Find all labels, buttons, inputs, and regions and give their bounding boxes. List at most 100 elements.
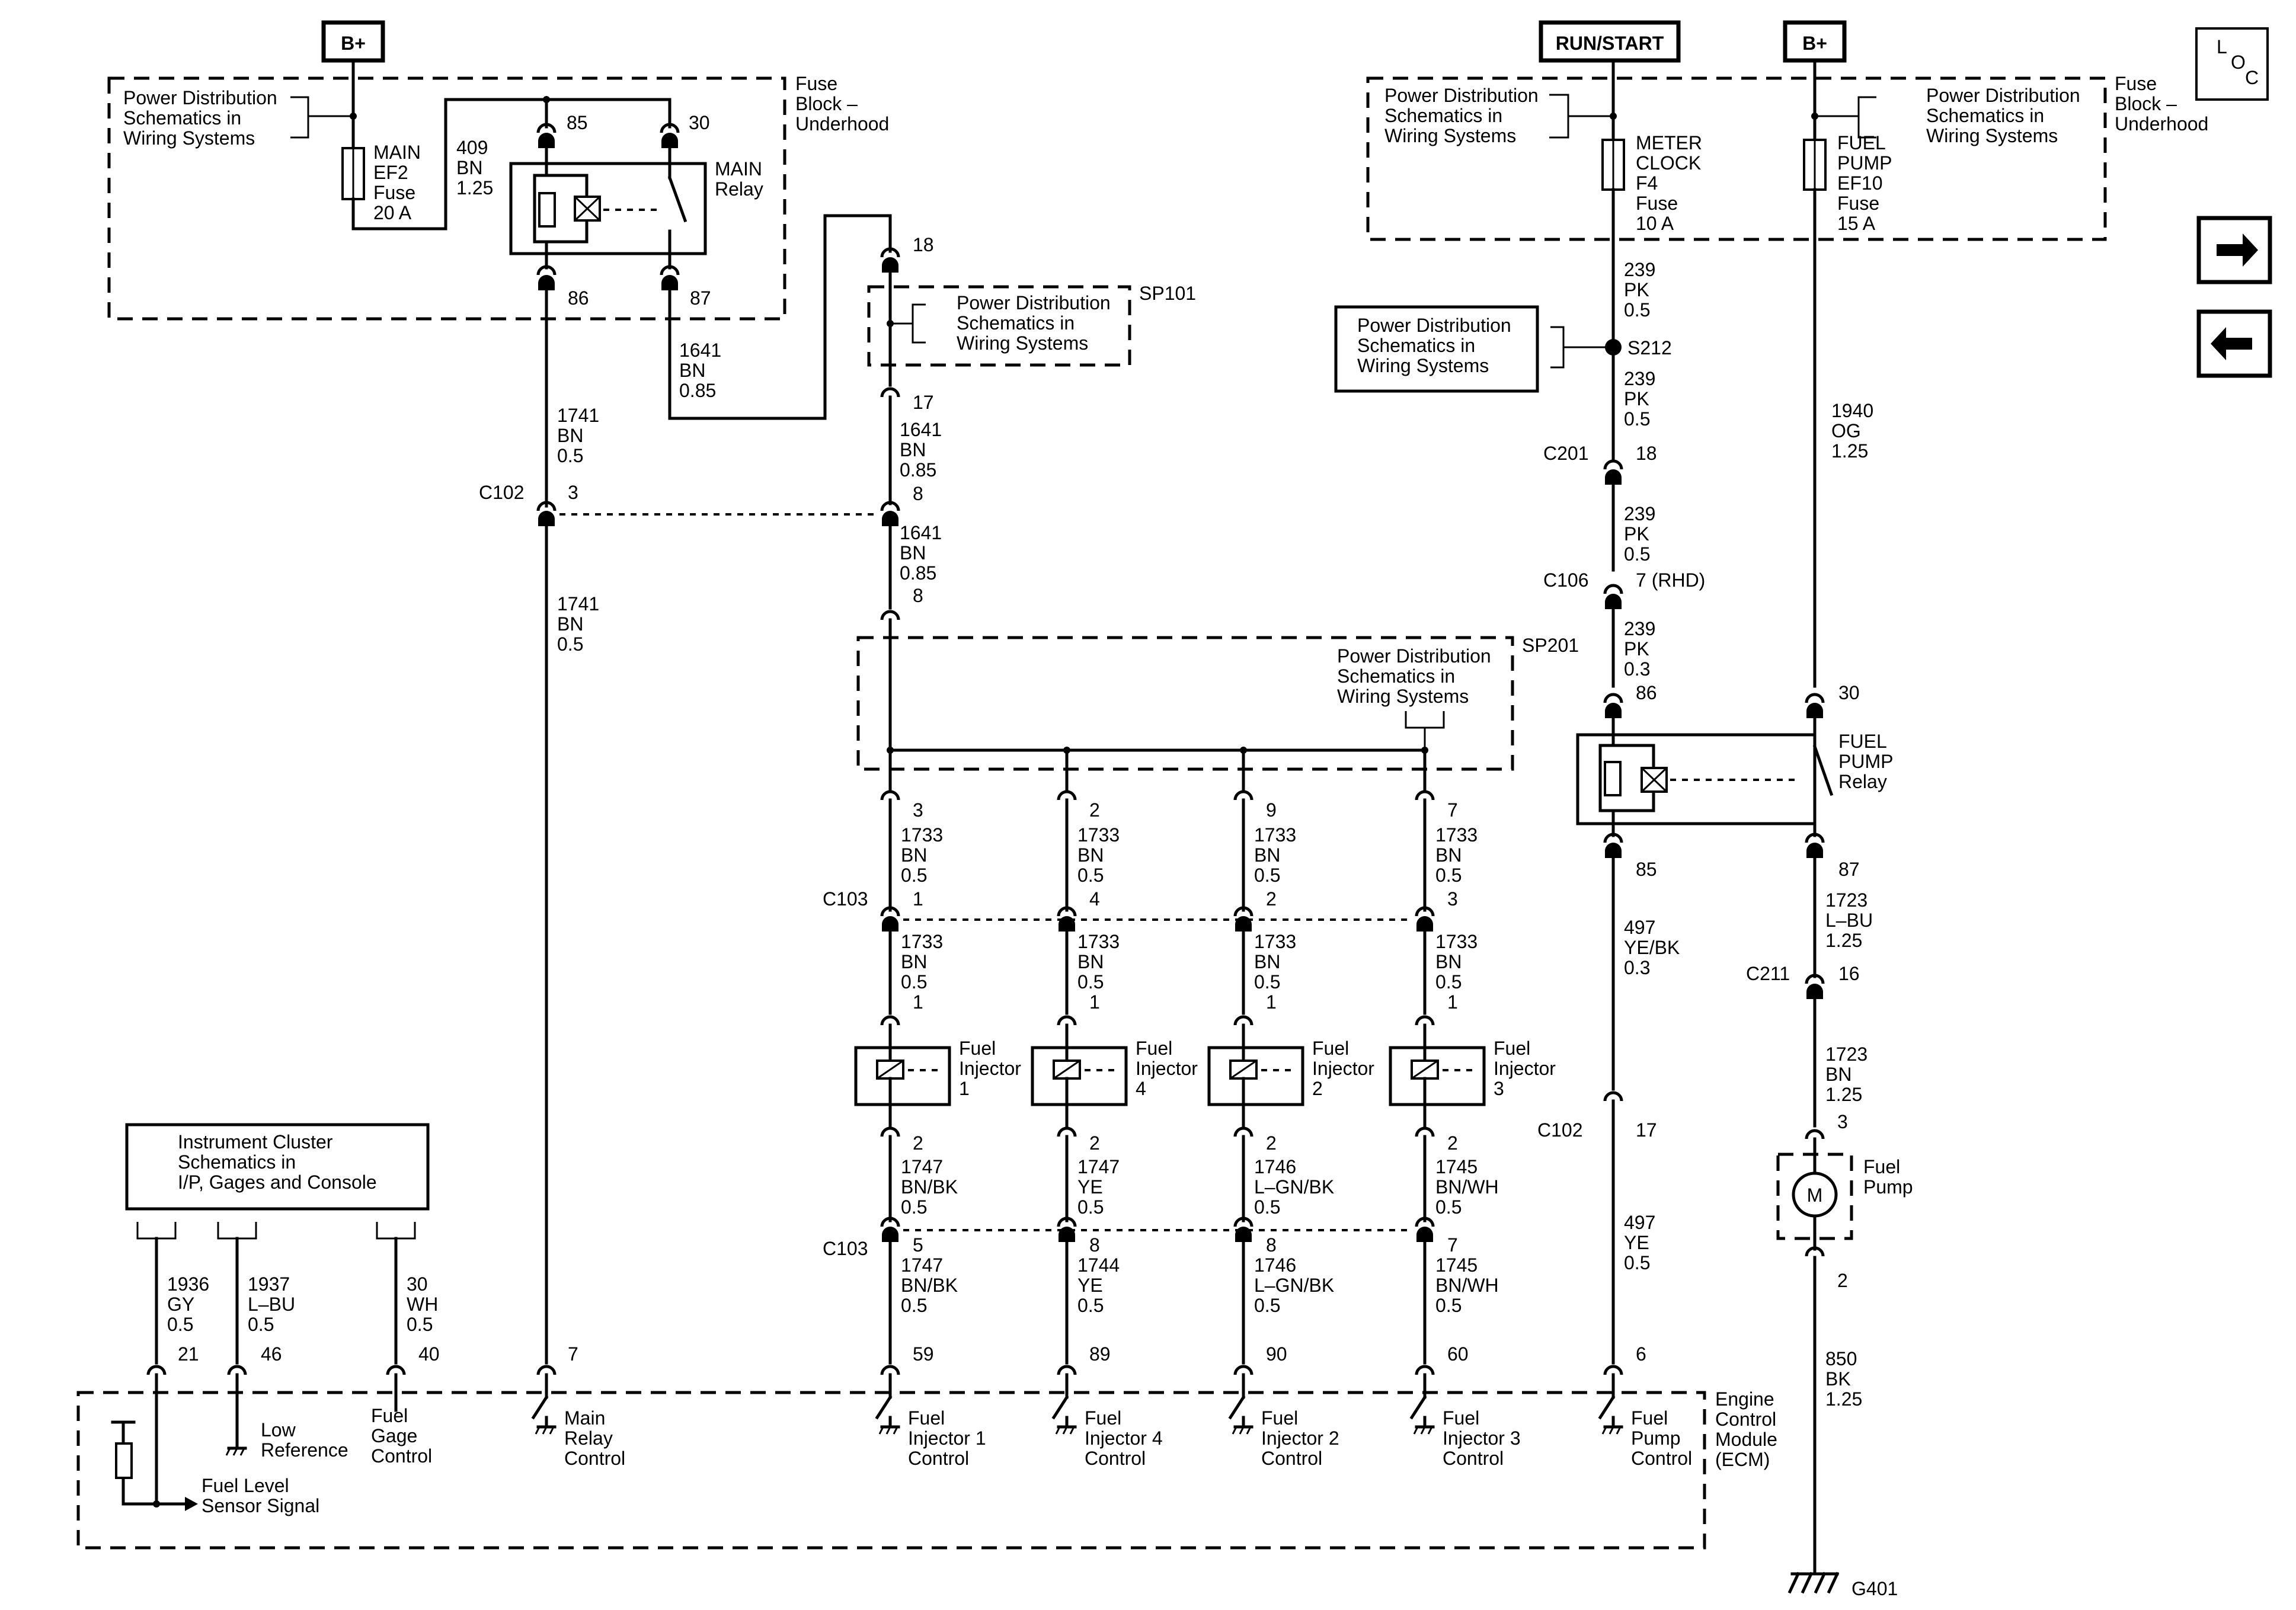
svg-text:0.5: 0.5	[1624, 543, 1650, 565]
ecm-injector-label: Injector 4	[1085, 1427, 1163, 1449]
fuel-pump-motor-icon: M	[1776, 1131, 1853, 1256]
ecm-lowref-label: Low Reference	[261, 1419, 348, 1461]
c102-sp-terminal-icon	[882, 502, 898, 526]
svg-text:PK: PK	[1624, 638, 1649, 660]
svg-text:EF10: EF10	[1837, 172, 1882, 194]
ecm-injector-label: Fuel	[1261, 1407, 1298, 1429]
ecm-pin-46: 46	[261, 1343, 282, 1365]
svg-text:EF2: EF2	[373, 162, 408, 183]
wire-497-label-b: 497 YE 0.5	[1624, 1212, 1655, 1273]
svg-text:1.25: 1.25	[1825, 930, 1862, 951]
pump-relay-pin-30: 30	[1838, 682, 1860, 703]
svg-text:Schematics in: Schematics in	[178, 1151, 296, 1173]
wire-239-label-b: 239 PK 0.5	[1624, 368, 1655, 430]
wire-850-label: 850 BK 1.25	[1825, 1348, 1862, 1410]
svg-text:Underhood: Underhood	[2115, 113, 2208, 135]
pump-relay-pin-87: 87	[1838, 859, 1860, 880]
fuel-pump-label: Fuel Pump	[1863, 1156, 1913, 1198]
svg-text:PK: PK	[1624, 279, 1649, 300]
wire-239-label-c: 239 PK 0.5	[1624, 503, 1655, 565]
s212-label: S212	[1627, 337, 1672, 359]
wire-label: 0.5	[1435, 1295, 1462, 1316]
wire-label: 1744	[1077, 1254, 1120, 1276]
svg-text:Low: Low	[261, 1419, 296, 1441]
locator-box[interactable]: L O C	[2195, 27, 2269, 101]
fuel-pump-fuse-label: FUEL PUMP EF10 Fuse 15 A	[1837, 132, 1892, 234]
fuel-level-sensor-circuit	[111, 1373, 198, 1511]
bplus-right-label: B+	[1802, 33, 1827, 54]
ecm-injector-pin: 89	[1089, 1343, 1111, 1365]
wire-label: 0.5	[1254, 971, 1280, 993]
fuse-block-left-label: Fuse Block – Underhood	[795, 73, 889, 135]
svg-text:0.5: 0.5	[557, 445, 583, 466]
svg-text:Schematics in: Schematics in	[1337, 665, 1455, 687]
c103-label-top: C103	[823, 888, 868, 910]
c102-label-right: C102	[1537, 1119, 1583, 1141]
wire-497-label-a: 497 YE/BK 0.3	[1624, 917, 1680, 978]
wire-label: BN	[1435, 844, 1462, 866]
svg-text:1741: 1741	[557, 593, 599, 614]
injector-group: 31733BN0.511733BN0.51FuelInjector121747B…	[854, 748, 1556, 1469]
wire-label: 1746	[1254, 1156, 1296, 1177]
ground-label: G401	[1851, 1578, 1898, 1599]
injector-label: Fuel	[1312, 1038, 1349, 1059]
svg-text:BN: BN	[900, 542, 926, 564]
svg-text:Wiring Systems: Wiring Systems	[1926, 125, 2058, 146]
ecm-injector-label: Injector 2	[1261, 1427, 1339, 1449]
wire-label: 0.5	[901, 865, 927, 886]
motor-pin-out: 2	[1837, 1270, 1848, 1291]
svg-text:Fuse: Fuse	[1837, 193, 1879, 214]
wire-label: 1733	[1435, 824, 1478, 846]
wire-label: BN/BK	[901, 1176, 958, 1198]
wire-1741-label-a: 1741 BN 0.5	[557, 405, 599, 466]
relay-pin-87: 87	[690, 287, 711, 309]
sp201-out-pin: 7	[1447, 799, 1458, 821]
c103-top-pin: 2	[1266, 888, 1277, 910]
fuse-block-left-outline	[107, 76, 786, 321]
svg-text:Pump: Pump	[1863, 1176, 1913, 1198]
run-start-label: RUN/START	[1556, 33, 1664, 54]
wire-label: YE	[1077, 1275, 1103, 1296]
svg-text:Schematics in: Schematics in	[1926, 105, 2044, 126]
sp201-out-pin: 9	[1266, 799, 1277, 821]
ecm-injector-label: Fuel	[908, 1407, 945, 1429]
injector-label: 2	[1312, 1078, 1323, 1099]
svg-text:497: 497	[1624, 1212, 1655, 1233]
svg-text:Schematics in: Schematics in	[1384, 105, 1502, 126]
wire-1741-label-b: 1741 BN 0.5	[557, 593, 599, 655]
ecm-pump-label: Fuel Pump Control	[1631, 1407, 1692, 1469]
c201-terminal-icon	[1605, 461, 1622, 485]
ecm-injector-pin: 60	[1447, 1343, 1469, 1365]
svg-text:30: 30	[407, 1273, 428, 1295]
pump-relay-pin-86: 86	[1636, 682, 1657, 703]
motor-pin-in: 3	[1837, 1111, 1848, 1132]
svg-text:Reference: Reference	[261, 1439, 348, 1461]
meter-clock-fuse-label: METER CLOCK F4 Fuse 10 A	[1636, 132, 1702, 234]
wire-label: YE	[1077, 1176, 1103, 1198]
previous-page-arrow-icon[interactable]	[2196, 309, 2272, 378]
injector-pin-out: 2	[1447, 1132, 1458, 1154]
svg-text:Fuse: Fuse	[373, 182, 415, 203]
c103-bottom-pin: 7	[1447, 1234, 1458, 1256]
wire-label: 1745	[1435, 1156, 1478, 1177]
svg-text:MAIN: MAIN	[373, 142, 421, 163]
next-page-arrow-icon[interactable]	[2196, 216, 2272, 284]
wire-409-label: 409 BN 1.25	[456, 137, 493, 199]
svg-text:1940: 1940	[1831, 400, 1873, 421]
wire-label: BN	[1077, 844, 1104, 866]
bplus-right-box: B+	[1783, 20, 1847, 63]
svg-text:1741: 1741	[557, 405, 599, 426]
svg-text:Pump: Pump	[1631, 1427, 1681, 1449]
wire-label: BN	[1077, 951, 1104, 972]
svg-text:Fuse: Fuse	[1636, 193, 1678, 214]
wire-1641-label-b: 1641 BN 0.85	[900, 419, 942, 481]
sp201-outline	[856, 636, 1514, 771]
c211-terminal-icon	[1806, 975, 1823, 999]
wire-label: 1747	[901, 1156, 943, 1177]
ecm-injector-driver-icon	[1054, 1375, 1075, 1434]
wire-label: BN	[1435, 951, 1462, 972]
wire-label: 1733	[901, 931, 943, 952]
sp101-label: SP101	[1139, 283, 1196, 304]
c103-bottom-pin: 8	[1089, 1234, 1100, 1256]
c102-pump-pin: 17	[1636, 1119, 1657, 1141]
